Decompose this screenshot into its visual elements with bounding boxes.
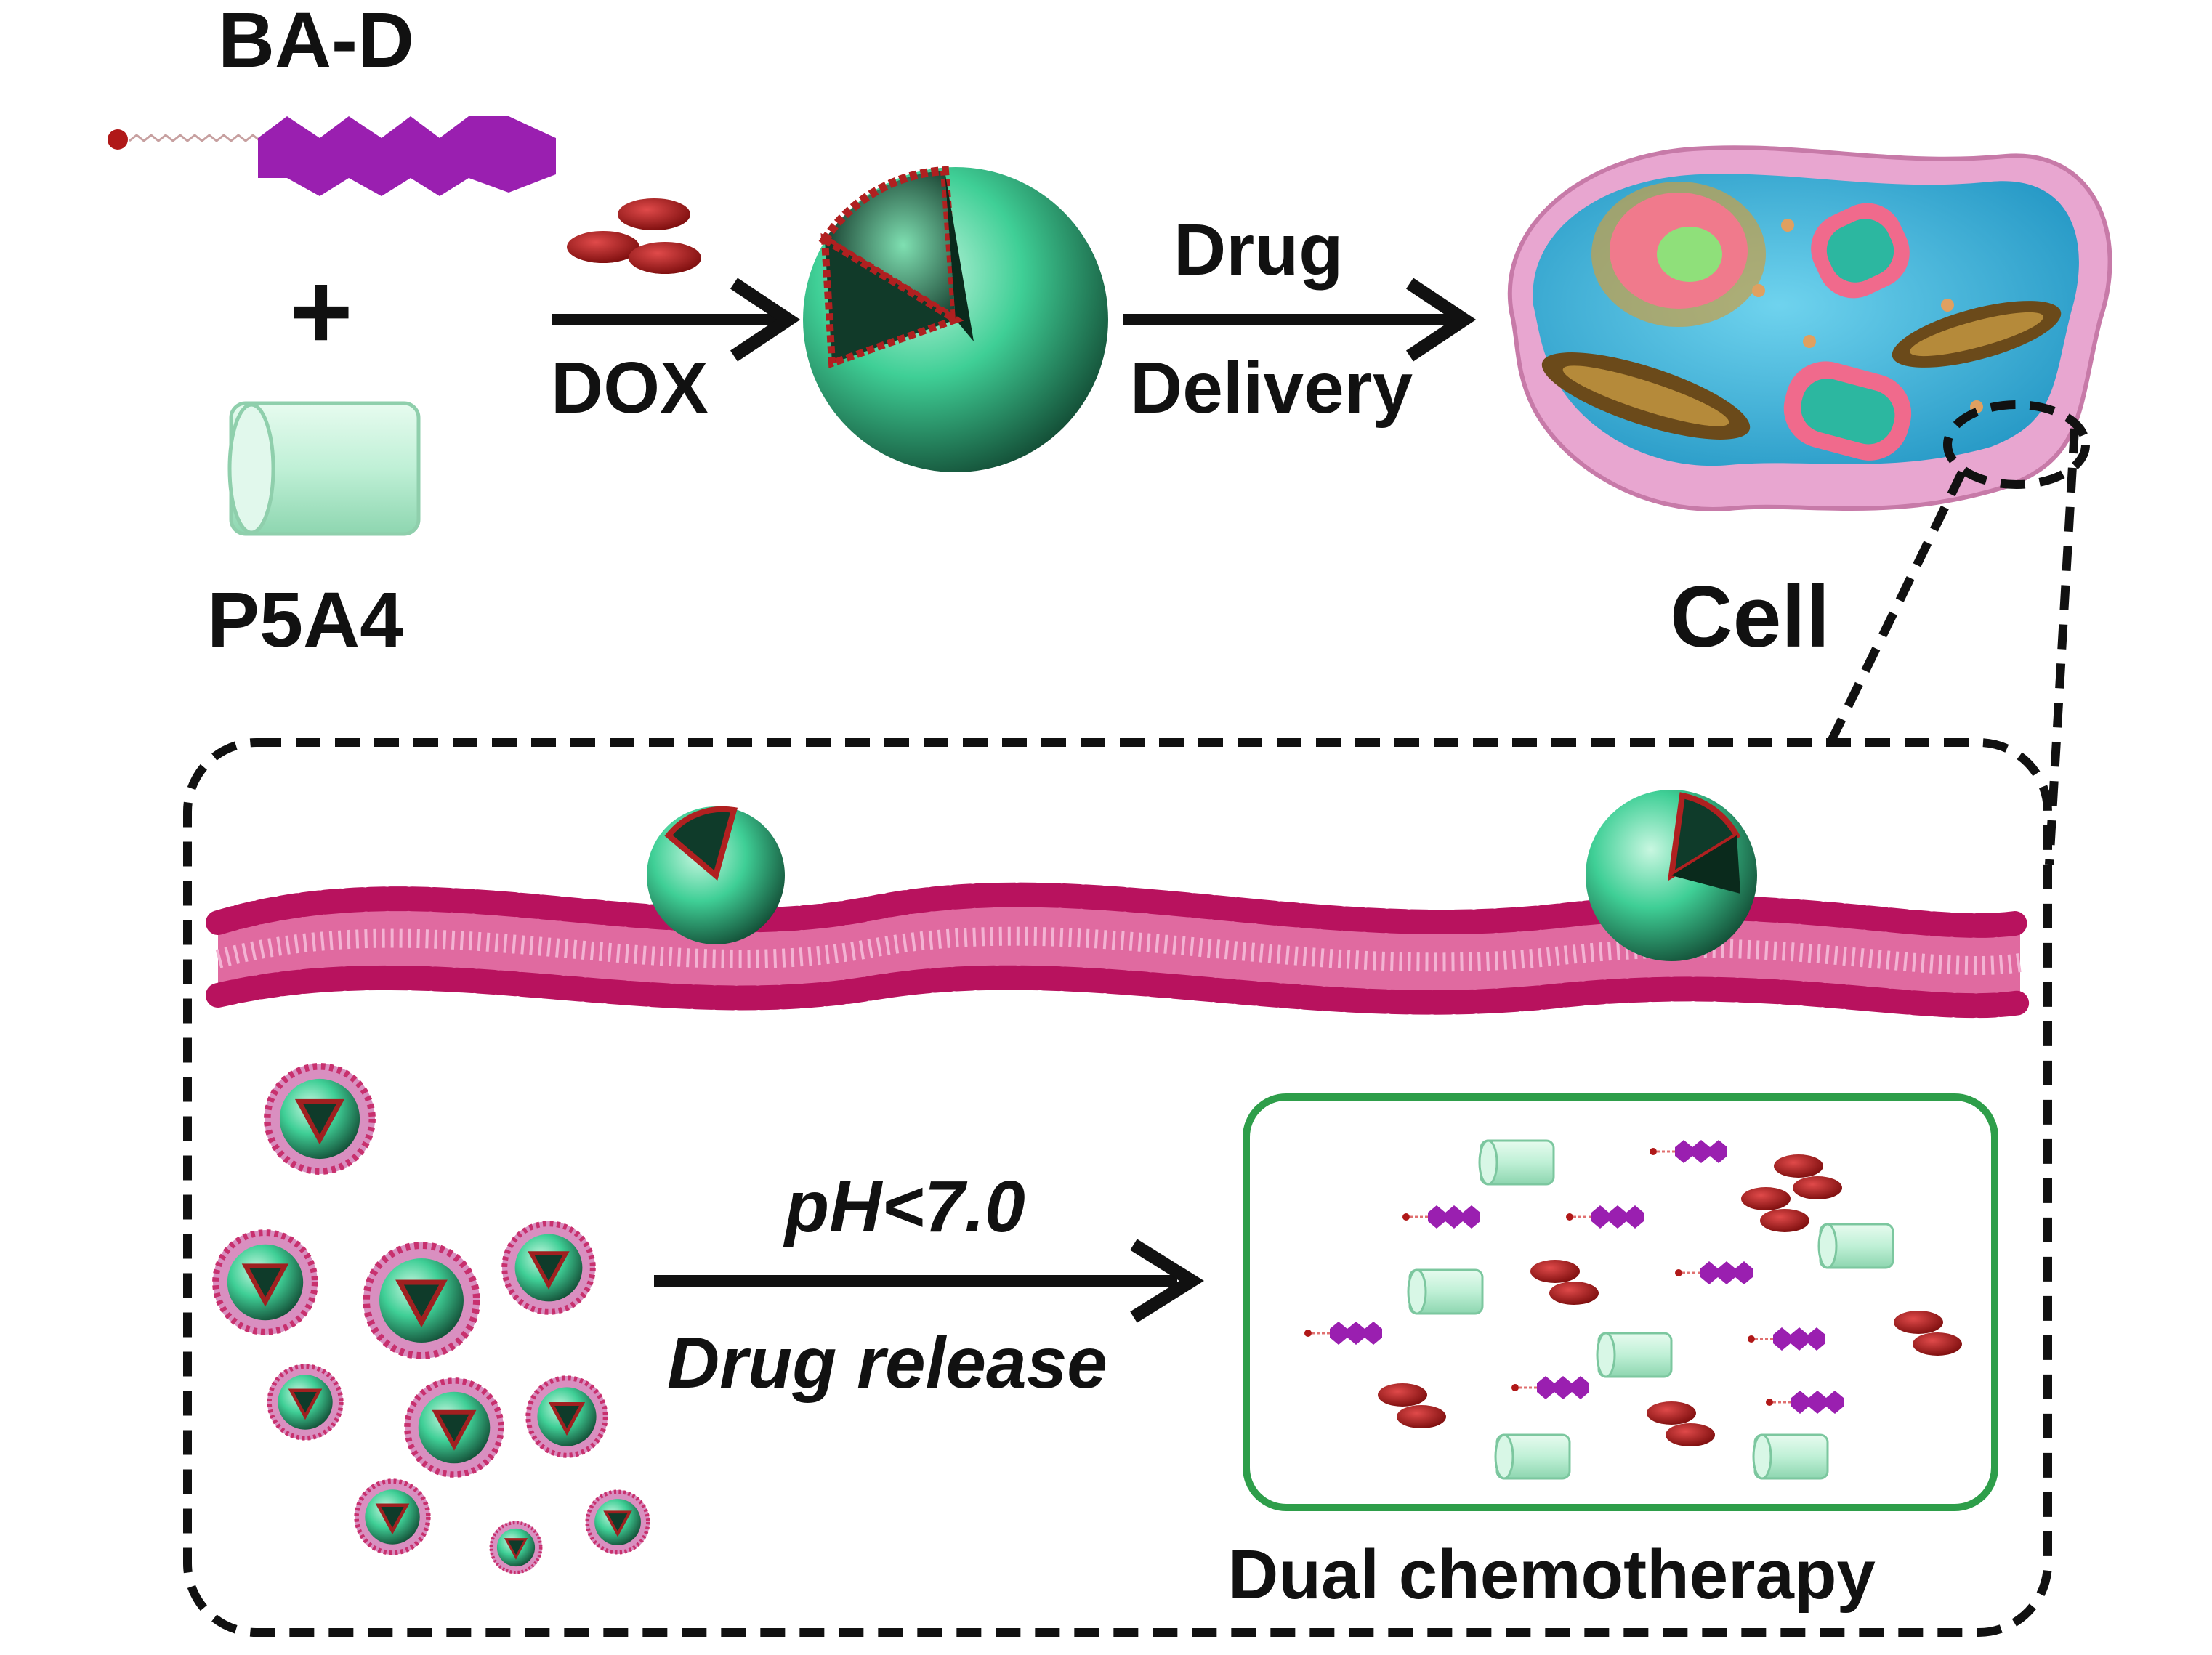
dual-chemo-box — [1243, 1093, 1998, 1511]
mitochondrion-2 — [1783, 361, 1912, 461]
cell-illustration — [1508, 145, 2112, 511]
drug-loaded-nanoparticle — [803, 166, 1108, 472]
ba-d-label: BA-D — [218, 0, 414, 84]
golgi-apparatus-1 — [1892, 301, 2062, 368]
p5a4-unit — [1817, 1223, 1894, 1269]
mitochondrion-1 — [1811, 203, 1910, 299]
cell-nucleus — [1591, 182, 1766, 327]
lipid-bilayer-membrane — [206, 882, 2033, 1019]
drug-release-label: Drug release — [667, 1322, 1107, 1404]
ph-label: pH<7.0 — [783, 1166, 1025, 1247]
cell-label: Cell — [1670, 568, 1830, 665]
golgi-apparatus-2 — [1541, 352, 1751, 440]
vesicle — [405, 1378, 504, 1477]
vesicle — [213, 1230, 318, 1335]
vesicle — [267, 1364, 343, 1440]
p5a4-label: P5A4 — [207, 575, 403, 663]
p5a4-cylinder — [227, 401, 421, 536]
vesicle — [363, 1242, 480, 1359]
zoom-connector — [1827, 400, 2090, 865]
membrane-nanoparticle-right — [1586, 790, 1757, 961]
membrane-nanoparticle-left — [647, 806, 785, 944]
vesicle — [355, 1479, 430, 1555]
dox-label: DOX — [551, 347, 709, 429]
p5a4-unit — [1596, 1332, 1673, 1378]
p5a4-unit — [1752, 1433, 1829, 1480]
vesicle — [490, 1521, 542, 1574]
dox-molecules — [567, 198, 701, 274]
delivery-label: Delivery — [1130, 347, 1413, 429]
plus-sign: + — [289, 250, 353, 372]
vesicle — [502, 1221, 595, 1314]
zoom-inset-border — [183, 738, 2052, 1637]
ba-d-label-group: BA-D — [218, 0, 414, 84]
ba-d-molecule — [108, 116, 556, 196]
drug-label: Drug — [1174, 209, 1343, 291]
drug-release-arrow — [654, 1239, 1204, 1323]
vesicle — [586, 1490, 650, 1554]
dual-chemo-label: Dual chemotherapy — [1228, 1536, 1876, 1614]
vesicle — [265, 1064, 375, 1174]
p5a4-unit — [1478, 1139, 1555, 1186]
p5a4-unit — [1407, 1268, 1484, 1315]
p5a4-unit — [1494, 1433, 1571, 1480]
vesicle — [526, 1376, 608, 1457]
vesicle-cluster — [213, 1064, 650, 1574]
dox-arrow — [552, 278, 801, 362]
delivery-arrow — [1123, 278, 1477, 362]
